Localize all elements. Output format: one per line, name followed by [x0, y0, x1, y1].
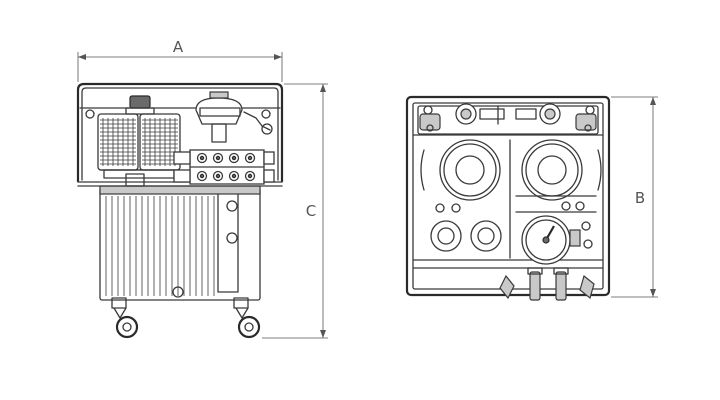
front-filters: [97, 95, 181, 187]
dimension-c: C: [262, 83, 328, 339]
front-gauge: [195, 91, 273, 143]
dimension-a-label: A: [173, 38, 184, 56]
dimension-c-label: C: [306, 202, 316, 220]
front-view: [76, 82, 284, 339]
top-filter-caps: [420, 139, 602, 213]
dimension-b: B: [611, 96, 658, 298]
front-wheel-left: [111, 297, 139, 339]
dimension-a: A: [77, 38, 283, 82]
top-fittings: [417, 103, 599, 135]
top-view: [405, 95, 611, 301]
dimension-b-label: B: [635, 189, 645, 207]
front-valve-block: [173, 149, 275, 185]
top-couplers: [499, 267, 595, 301]
top-gauge: [521, 215, 593, 265]
front-wheel-right: [233, 297, 261, 339]
front-tank: [99, 185, 261, 301]
top-small-caps: [430, 220, 502, 252]
